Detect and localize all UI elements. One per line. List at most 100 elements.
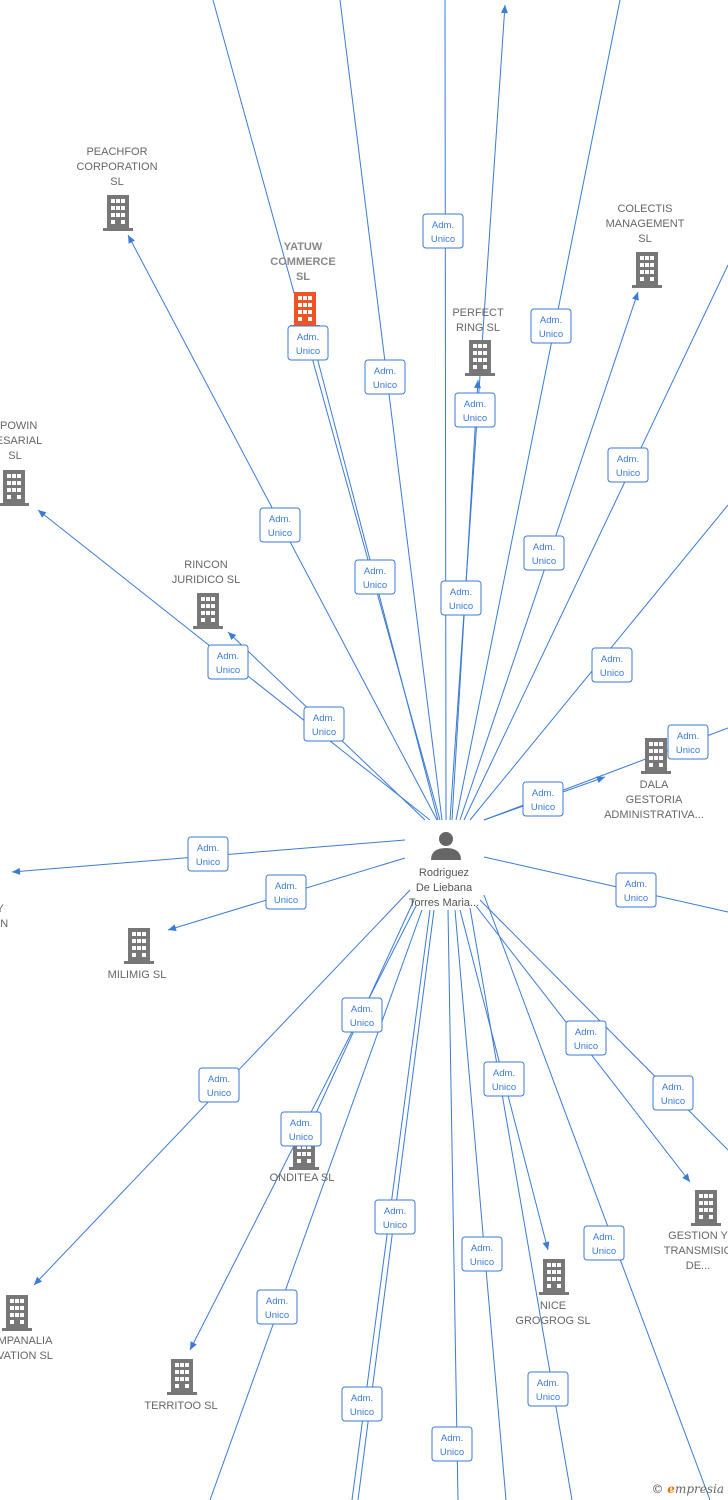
role-badge[interactable]: Adm.Unico (341, 997, 383, 1033)
company-label: GESTION Y (668, 1230, 728, 1242)
company-node-colectis[interactable]: COLECTIS MANAGEMENT SL (606, 203, 685, 288)
role-badge[interactable]: Adm.Unico (265, 874, 307, 910)
company-label: GESTORIA (626, 794, 683, 806)
company-node-epowin[interactable]: EPOWINRESARIALSL (0, 420, 42, 506)
company-label: RINCON (184, 559, 227, 571)
role-badge[interactable]: Adm.Unico (483, 1061, 525, 1097)
brand-footer: © empresia (651, 1482, 724, 1496)
company-label: RESARIAL (0, 435, 42, 447)
company-label: DE... (686, 1260, 710, 1272)
role-badge[interactable]: Adm.Unico (303, 706, 345, 742)
role-badge-line: Unico (463, 413, 487, 424)
building-icon (641, 738, 671, 774)
company-label: SL (8, 450, 21, 462)
role-badge[interactable]: Adm.Unico (530, 308, 572, 344)
company-label: MILIMIG SL (108, 969, 167, 981)
building-icon (691, 1190, 721, 1226)
role-badge-line: Unico (676, 745, 700, 756)
role-badge[interactable]: Adm.Unico (287, 325, 329, 361)
role-badge-line: Unico (373, 380, 397, 391)
company-label: ONDITEA SL (270, 1172, 335, 1184)
role-badge[interactable]: Adm.Unico (431, 1426, 473, 1462)
person-name-line: Torres Maria... (409, 897, 479, 909)
role-badge-line: Adm. (208, 1074, 230, 1085)
role-badge[interactable]: Adm.Unico (461, 1236, 503, 1272)
role-badge-line: Adm. (677, 731, 699, 742)
company-label: ON (0, 918, 8, 930)
role-badge-line: Unico (350, 1407, 374, 1418)
role-badge-line: Adm. (197, 843, 219, 854)
role-badge-line: Unico (661, 1096, 685, 1107)
company-node-milimig[interactable]: MILIMIG SL (108, 928, 167, 981)
role-badge[interactable]: Adm.Unico (652, 1075, 694, 1111)
building-icon (103, 195, 133, 231)
company-node-onditea[interactable]: ONDITEA SL (270, 1134, 335, 1184)
role-badge-line: Adm. (313, 713, 335, 724)
company-label: PERFECT (452, 307, 504, 319)
role-badge[interactable]: Adm.Unico (207, 644, 249, 680)
relation-edge (444, 0, 447, 821)
role-badge[interactable]: Adm.Unico (374, 1199, 416, 1235)
role-badge-line: Unico (449, 601, 473, 612)
edge-arrowhead (682, 1173, 690, 1182)
role-badge[interactable]: Adm.Unico (364, 359, 406, 395)
role-badge-line: Adm. (601, 654, 623, 665)
building-icon (2, 1295, 32, 1331)
role-badge[interactable]: Adm.Unico (256, 1289, 298, 1325)
role-badge[interactable]: Adm.Unico (354, 559, 396, 595)
edge-arrowhead (542, 1241, 550, 1250)
role-badge[interactable]: Adm.Unico (565, 1020, 607, 1056)
role-badge[interactable]: Adm.Unico (280, 1111, 322, 1147)
role-badge[interactable]: Adm.Unico (259, 507, 301, 543)
edge-arrowhead (228, 632, 237, 641)
role-badge-line: Adm. (593, 1232, 615, 1243)
role-badge-line: Unico (536, 1392, 560, 1403)
role-badge[interactable]: Adm. Unico (454, 392, 496, 428)
relation-edge (209, 909, 423, 1500)
role-badge-line: Adm. (464, 399, 486, 410)
company-node-gestion[interactable]: GESTION YTRANSMISIODE... (664, 1190, 728, 1272)
role-badge-line: Adm. (269, 514, 291, 525)
role-badge[interactable]: Adm. Unico (198, 1067, 240, 1103)
company-label: SL (638, 233, 651, 245)
company-label: JURIDICO SL (172, 574, 240, 586)
company-label: COLECTIS (617, 203, 672, 215)
relation-edge (463, 264, 728, 821)
role-badge[interactable]: Adm.Unico (607, 447, 649, 483)
edge-arrowhead (474, 380, 482, 389)
company-node-territoo[interactable]: TERRITOO SL (144, 1359, 218, 1412)
role-badge[interactable]: Adm. Unico (667, 724, 709, 760)
role-badge[interactable]: Adm.Unico (341, 1386, 383, 1422)
edge-arrowhead (596, 776, 605, 783)
role-badge[interactable]: Adm.Unico (187, 836, 229, 872)
role-badge[interactable]: Adm.Unico (522, 781, 564, 817)
relation-edge (469, 907, 573, 1500)
edge-arrowhead (38, 510, 47, 518)
role-badge[interactable]: Adm.Unico (583, 1225, 625, 1261)
role-badge[interactable]: Adm.Unico (527, 1371, 569, 1407)
role-badge[interactable]: Adm.Unico (440, 580, 482, 616)
role-badge[interactable]: Adm.Unico (615, 872, 657, 908)
role-badge-line: Adm. (384, 1206, 406, 1217)
relation-edge (483, 856, 728, 913)
role-badge[interactable]: Adm.Unico (523, 535, 565, 571)
company-label: MANAGEMENT (606, 218, 685, 230)
relation-edge (212, 0, 441, 821)
company-label: ADMINISTRATIVA... (604, 809, 704, 821)
role-badge[interactable]: Adm.Unico (422, 213, 464, 249)
role-badge-line: Unico (207, 1088, 231, 1099)
company-node-dala[interactable]: DALAGESTORIAADMINISTRATIVA... (604, 738, 704, 821)
role-badge[interactable]: Adm.Unico (591, 647, 633, 683)
company-node-rincon[interactable]: RINCON JURIDICO SL (172, 559, 240, 629)
building-icon (0, 470, 29, 506)
brand-initial: e (667, 1482, 675, 1496)
edge-arrowhead (12, 867, 21, 875)
company-node-leftcut[interactable]: YON (0, 903, 8, 930)
